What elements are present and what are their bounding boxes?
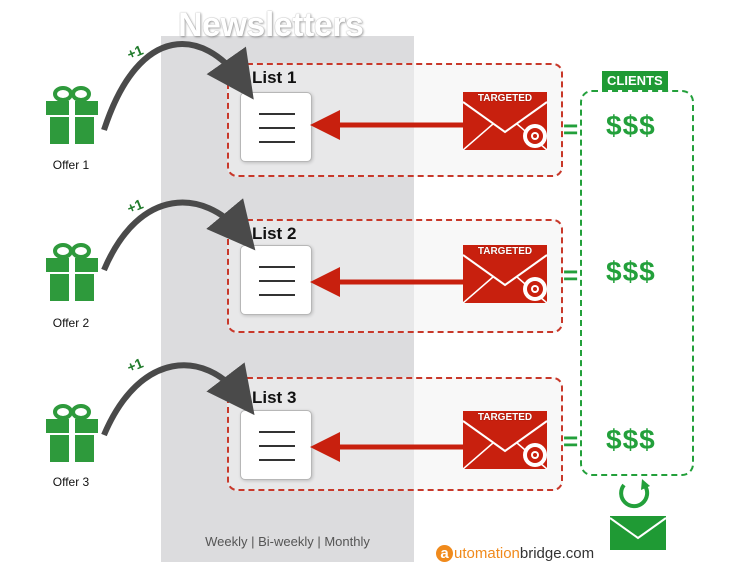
frequency-label: Weekly | Bi-weekly | Monthly (205, 534, 370, 549)
equals-sign: = (563, 426, 579, 456)
refresh-icon (619, 479, 650, 509)
targeted-email-3: TARGETED (462, 411, 553, 471)
gift-icon (46, 86, 98, 144)
curved-arrow-icon (101, 41, 254, 131)
envelope-target-icon (462, 245, 548, 304)
list-label-2: List 2 (252, 224, 297, 243)
document-icon (240, 410, 312, 480)
offer-label-3: Offer 3 (52, 475, 90, 489)
clients-value-2: $$$ (606, 256, 656, 287)
targeted-email-2: TARGETED (462, 245, 553, 305)
envelope-icon (610, 516, 666, 550)
curved-arrow-icon (101, 362, 255, 437)
equals-sign: = (563, 260, 579, 290)
targeted-label: TARGETED (477, 246, 533, 257)
envelope-target-icon (462, 92, 548, 151)
offer-label-1: Offer 1 (52, 158, 90, 172)
clients-value-3: $$$ (606, 424, 656, 455)
clients-box (580, 90, 694, 476)
gift-icon (46, 404, 98, 462)
targeted-label: TARGETED (477, 412, 533, 423)
document-icon (240, 92, 312, 162)
list-label-3: List 3 (252, 388, 297, 407)
list-label-1: List 1 (252, 68, 297, 87)
offer-label-2: Offer 2 (52, 316, 90, 330)
newsletters-title: Newsletters (178, 6, 364, 44)
brand-orange-text: utomation (454, 545, 520, 562)
targeted-label: TARGETED (477, 93, 533, 104)
clients-value-1: $$$ (606, 110, 656, 141)
targeted-email-1: TARGETED (462, 92, 553, 152)
gift-icon (46, 243, 98, 301)
document-icon (240, 245, 312, 315)
curved-arrow-icon (101, 198, 256, 272)
brand-dark-text: bridge.com (519, 545, 595, 562)
brand-initial: a (436, 545, 453, 562)
equals-sign: = (563, 114, 579, 144)
clients-label: CLIENTS (602, 71, 668, 90)
envelope-target-icon (462, 411, 548, 470)
